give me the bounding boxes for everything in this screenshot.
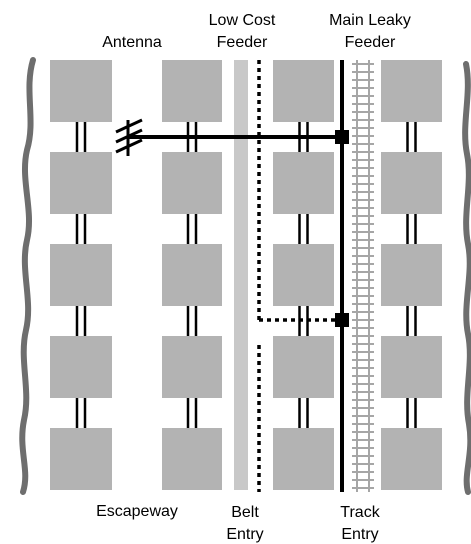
label-main-leaky-feeder-1: Main Leaky [329, 12, 411, 29]
label-track-entry-1: Track [340, 504, 380, 521]
coal-pillar [50, 428, 112, 490]
coal-pillar [50, 336, 112, 398]
coal-pillar [50, 60, 112, 122]
coal-pillar [273, 244, 334, 306]
label-low-cost-feeder-2: Feeder [217, 34, 268, 51]
label-belt-entry-1: Belt [231, 504, 259, 521]
coal-pillar [273, 428, 334, 490]
coal-pillar [162, 60, 222, 122]
coal-pillar [162, 336, 222, 398]
label-main-leaky-feeder-2: Feeder [345, 34, 396, 51]
label-low-cost-feeder-1: Low Cost [209, 12, 276, 29]
coal-pillar [50, 152, 112, 214]
coal-pillar [381, 152, 442, 214]
pillar-grid [50, 60, 442, 490]
coal-pillar [273, 152, 334, 214]
left-rib-wall [19, 57, 36, 495]
coal-pillar [162, 428, 222, 490]
rail-track [352, 60, 374, 492]
coal-pillar [50, 244, 112, 306]
right-rib-wall [462, 61, 471, 495]
antenna-icon [115, 118, 143, 156]
coal-pillar [162, 244, 222, 306]
belt-conveyor [234, 60, 248, 490]
label-escapeway: Escapeway [96, 503, 178, 520]
junction-box-lower [335, 313, 349, 327]
coal-pillar [381, 244, 442, 306]
coal-pillar [381, 428, 442, 490]
label-track-entry-2: Entry [341, 526, 378, 543]
label-antenna: Antenna [102, 34, 162, 51]
coal-pillar [381, 336, 442, 398]
coal-pillar [273, 60, 334, 122]
coal-pillar [162, 152, 222, 214]
coal-pillar [381, 60, 442, 122]
coal-pillar [273, 336, 334, 398]
label-belt-entry-2: Entry [226, 526, 263, 543]
junction-box-upper [335, 130, 349, 144]
